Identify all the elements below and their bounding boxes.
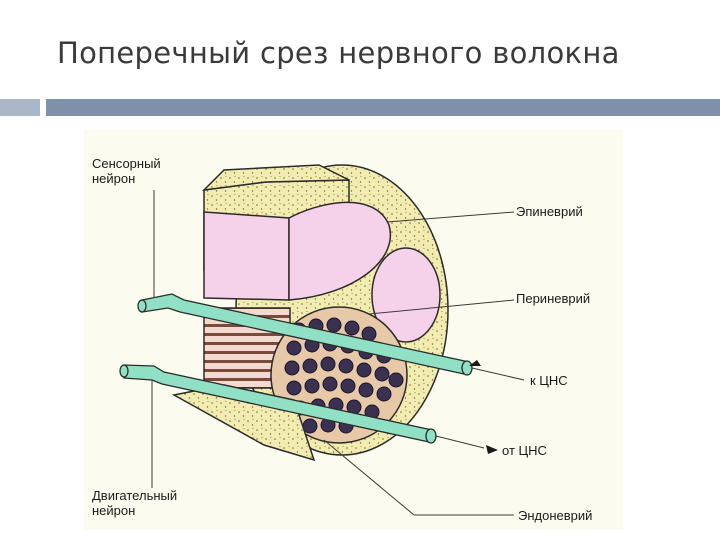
label-from-cns: от ЦНС [502,443,547,458]
from-cns-arrowhead [486,445,498,454]
label-sensory-neuron: Сенсорный нейрон [92,156,161,186]
label-epineurium: Эпиневрий [516,204,583,219]
label-perineurium: Периневрий [516,291,590,306]
fascicle-upper [204,212,289,300]
label-to-cns: к ЦНС [530,373,568,388]
nerve-cross-section-figure: Сенсорный нейрон Двигательный нейрон Эпи… [84,130,623,530]
slide-title: Поперечный срез нервного волокна [57,36,620,70]
title-underline-bar [46,99,720,116]
label-endoneurium: Эндоневрий [518,508,592,523]
label-motor-neuron: Двигательный нейрон [92,488,177,518]
nerve-illustration [84,130,623,530]
title-underline-accent [0,99,40,116]
